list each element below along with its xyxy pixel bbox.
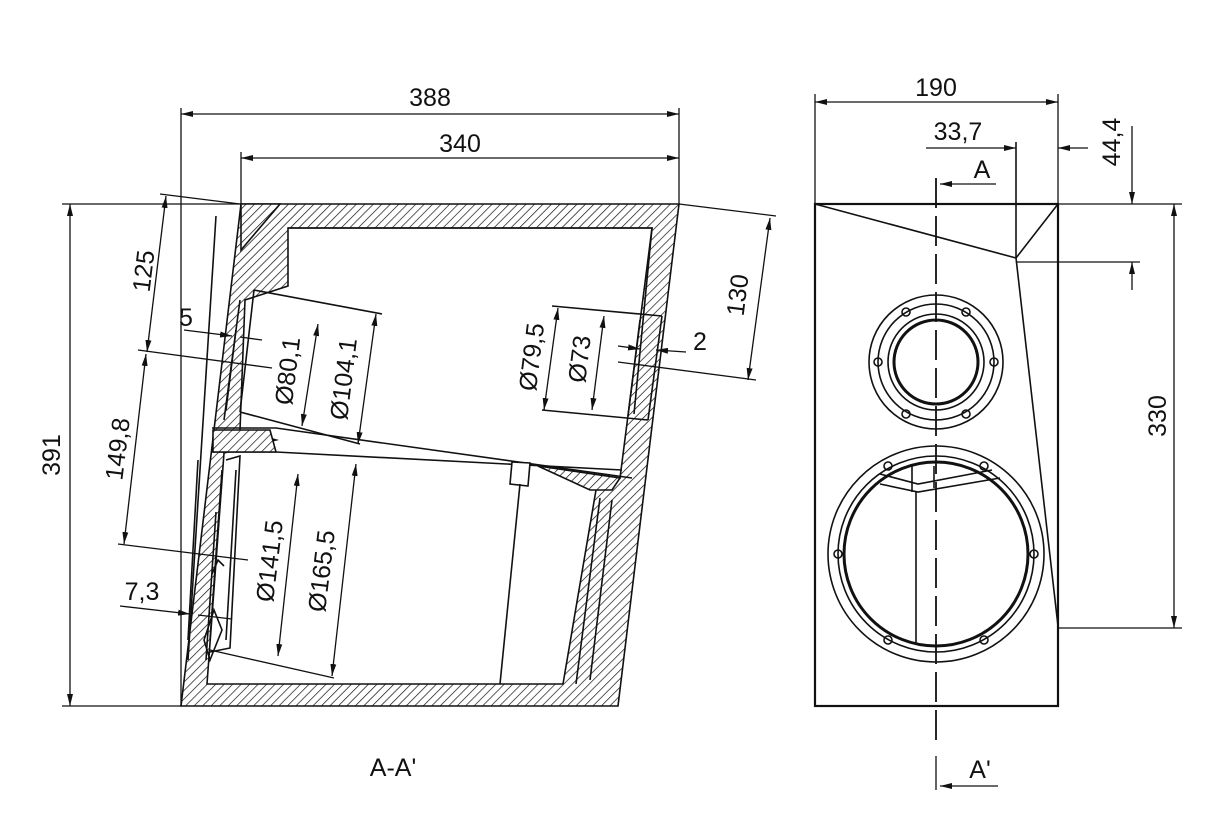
port-tube-right (551, 305, 663, 317)
dim-5: 5 (179, 304, 193, 332)
dim-woofer-inner: Ø141,5 (251, 519, 289, 604)
dim-340: 340 (439, 130, 481, 158)
dim-190: 190 (915, 74, 957, 102)
dim-port-flange: Ø80,1 (270, 336, 306, 407)
section-view: 388 340 391 125 149,8 5 7,3 Ø80,1 Ø104,1 (38, 84, 777, 782)
dim-44-4: 44,4 (1098, 118, 1126, 167)
dim-woofer-outer: Ø165,5 (303, 529, 341, 614)
dim-149-8: 149,8 (100, 416, 135, 482)
shelf-cap (509, 461, 531, 487)
section-mark-a: A (974, 156, 991, 184)
dim-130: 130 (722, 273, 755, 318)
woofer-ring (827, 445, 1045, 663)
dim-port-outer: Ø104,1 (325, 337, 363, 422)
section-caption: A-A' (370, 754, 416, 782)
dim-port-right-outer: Ø79,5 (514, 322, 550, 393)
port-tube-left (253, 289, 383, 315)
dim-330: 330 (1144, 395, 1172, 437)
port-ring (868, 294, 1004, 430)
dim-388: 388 (409, 84, 451, 112)
cabinet-wall (180, 203, 680, 707)
dim-port-right-inner: Ø73 (563, 334, 597, 384)
dim-port-right-gap: 2 (693, 328, 707, 356)
dim-7-3: 7,3 (125, 578, 160, 606)
dim-391: 391 (38, 434, 66, 476)
woofer-cone (209, 454, 241, 653)
section-mark-a-prime: A' (969, 756, 990, 784)
front-view: 190 33,7 A 44,4 330 A' (813, 74, 1182, 790)
top-left-chamfer (240, 203, 282, 253)
dim-125: 125 (128, 249, 161, 294)
dim-33-7: 33,7 (934, 118, 983, 146)
